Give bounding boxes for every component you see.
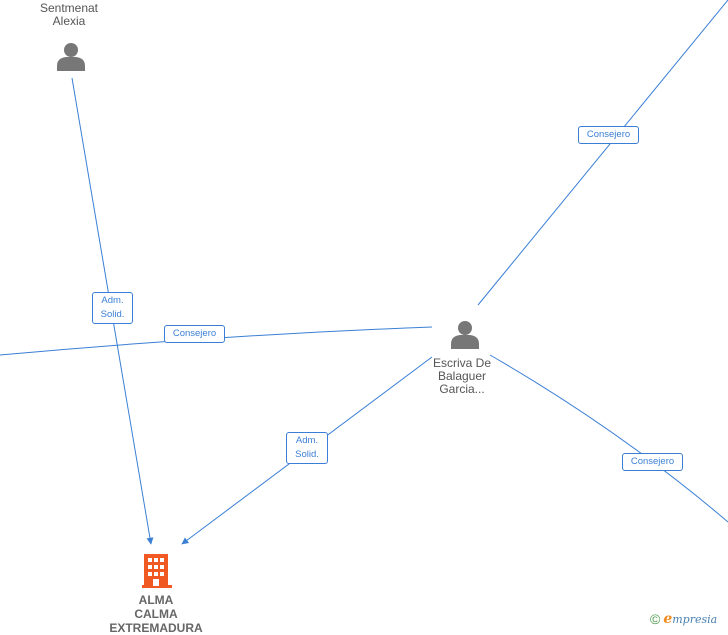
person-icon[interactable] [450, 320, 480, 350]
edge-escriva-topright [477, 0, 728, 306]
label-line: Alexia [52, 14, 86, 28]
label-line: Consejero [630, 456, 675, 467]
label-line: Consejero [172, 328, 217, 339]
label-line: ALMA [138, 593, 174, 607]
brand-initial: e [663, 611, 673, 627]
label-line: Garcia... [439, 382, 485, 396]
label-line: Adm. [295, 435, 319, 446]
label-line: Sentmenat [39, 1, 99, 15]
label-line: Adm. [101, 295, 124, 306]
edge-label-escriva-topright[interactable]: Consejero [578, 126, 639, 144]
person-label-escriva[interactable]: Escriva De Balaguer Garcia... [422, 357, 502, 396]
person-icon[interactable] [56, 42, 86, 72]
person-label-sentmenat[interactable]: Sentmenat Alexia [29, 2, 109, 28]
label-line: Balaguer [437, 369, 487, 383]
label-line: Solid. [100, 309, 125, 320]
copyright-icon: © [650, 611, 661, 627]
label-line: EXTREMADURA [109, 621, 203, 635]
company-label-alma[interactable]: ALMA CALMA EXTREMADURA [96, 593, 216, 635]
brand-logo: © e mpresia [650, 610, 717, 628]
brand-name: mpresia [672, 612, 718, 626]
label-line: Solid. [295, 449, 319, 460]
building-icon[interactable] [140, 552, 174, 588]
edge-label-sentmenat-alma[interactable]: Adm. Solid. [92, 292, 133, 324]
edge-label-escriva-alma[interactable]: Adm. Solid. [286, 432, 328, 464]
edge-label-escriva-left[interactable]: Consejero [164, 325, 225, 343]
label-line: Escriva De [432, 356, 491, 370]
label-line: CALMA [134, 607, 178, 621]
edge-escriva-bottomright [489, 354, 728, 523]
edge-label-escriva-bottomright[interactable]: Consejero [622, 453, 683, 471]
label-line: Consejero [586, 129, 631, 140]
